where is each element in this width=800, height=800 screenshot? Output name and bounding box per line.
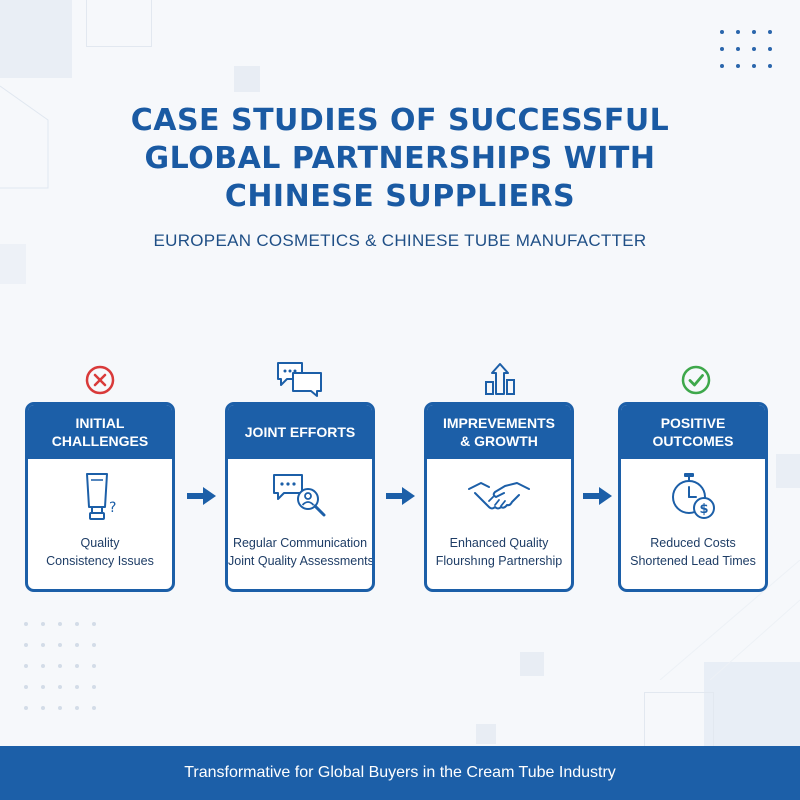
card-line: Joint Quality Assessments [228, 554, 374, 568]
background-outline [644, 692, 714, 748]
dot-pattern [720, 30, 772, 68]
arrow-right-icon [583, 487, 612, 505]
background-square [520, 652, 544, 676]
card-header: POSITIVE OUTCOMES [621, 405, 765, 459]
growth-arrows-icon [485, 363, 515, 395]
background-square [0, 0, 72, 78]
chat-bubbles-icon [277, 362, 322, 397]
title-line: CASE STUDIES OF SUCCESSFUL [130, 103, 670, 138]
card-header: JOINT EFFORTS [228, 405, 372, 459]
step-card-positive-outcomes: POSITIVE OUTCOMES $ Reduced Costs Shorte… [618, 402, 768, 592]
subtitle: EUROPEAN COSMETICS & CHINESE TUBE MANUFA… [153, 231, 647, 250]
step-card-initial-challenges: INITIAL CHALLENGES ? Quality Consistency… [25, 402, 175, 592]
step-card-improvements-growth: IMPREVEMENTS & GROWTH Enhanced Quality F… [424, 402, 574, 592]
handshake-icon [468, 482, 530, 510]
svg-text:$: $ [699, 502, 708, 517]
check-circle-icon [681, 365, 711, 395]
card-line: Shortened Lead Times [630, 554, 756, 568]
card-line: Reduced Costs [650, 536, 736, 550]
stopwatch-dollar-icon: $ [672, 473, 715, 519]
card-line: Consistency Issues [46, 554, 154, 568]
card-line: Regular Communication [232, 536, 368, 550]
chat-search-icon [273, 474, 326, 517]
card-header: INITIAL CHALLENGES [28, 405, 172, 459]
dot-pattern [24, 622, 96, 710]
background-polygon [0, 85, 49, 189]
arrow-right-icon [386, 487, 415, 505]
card-line: Enhanced Quality [449, 536, 549, 550]
card-line: Flourshıng Partnership [435, 554, 563, 568]
background-square [704, 662, 800, 746]
svg-text:?: ? [109, 500, 116, 516]
background-square [0, 244, 26, 284]
footer-banner: Transformative for Global Buyers in the … [0, 746, 800, 800]
background-lines [659, 560, 800, 680]
step-card-joint-efforts: JOINT EFFORTS Regular Communication Join… [225, 402, 375, 592]
x-circle-icon [85, 365, 115, 395]
background-square [776, 454, 800, 488]
title-line: CHINESE SUPPLIERS [224, 179, 576, 214]
background-square [476, 724, 496, 744]
title-line: GLOBAL PARTNERSHIPS WITH [144, 141, 656, 176]
arrow-right-icon [187, 487, 216, 505]
page-title: CASE STUDIES OF SUCCESSFUL GLOBAL PARTNE… [0, 102, 800, 216]
background-outline [86, 0, 152, 47]
card-line: Quality [80, 536, 120, 550]
cream-tube-question-icon: ? [86, 473, 116, 520]
background-square [234, 66, 260, 92]
card-header: IMPREVEMENTS & GROWTH [427, 405, 571, 459]
